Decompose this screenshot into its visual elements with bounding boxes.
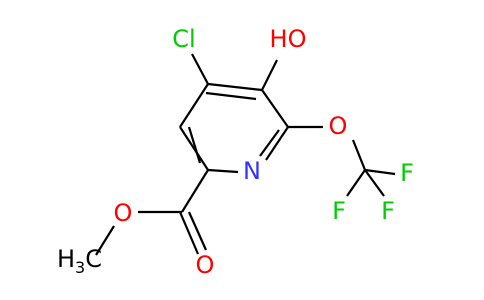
nitrogen-label: N (243, 157, 261, 185)
bond-c-o-double-a (178, 211, 200, 255)
methyl-group-label: H3C (57, 245, 102, 277)
bond-c3-oh (261, 59, 278, 91)
bond-c4-c3-inner (205, 91, 257, 101)
ester-carbonyl-oxygen-label: O (196, 251, 215, 279)
bond-c2-n-inner (259, 129, 280, 157)
ether-oxygen-label: O (329, 112, 348, 140)
bond-c6-c5-inner (187, 126, 202, 164)
ester-single-oxygen-label: O (114, 199, 133, 227)
bond-c3-c2 (261, 89, 289, 128)
bond-c5-c4 (179, 83, 209, 128)
bond-c4-cl (191, 53, 209, 85)
bond-c-o-double-b (187, 211, 208, 251)
bond-n-c6 (207, 168, 239, 174)
bond-c4-c3 (207, 82, 263, 92)
fluorine-2-label: F (332, 197, 346, 225)
bond-cf3-f2 (346, 169, 366, 197)
hydroxyl-label: HO (270, 25, 307, 53)
bond-o-methyl (95, 225, 115, 256)
bond-cf3-f3 (364, 169, 385, 197)
fluorine-1-label: F (400, 159, 414, 187)
bond-c6-c5 (179, 126, 209, 171)
fluorine-3-label: F (381, 197, 395, 225)
cl-label: Cl (172, 25, 195, 53)
bond-c2-n (265, 126, 289, 161)
bond-c6-ccarbonyl (181, 169, 209, 213)
bond-cf3-f1 (364, 168, 396, 176)
bond-o-cf3 (351, 139, 367, 171)
